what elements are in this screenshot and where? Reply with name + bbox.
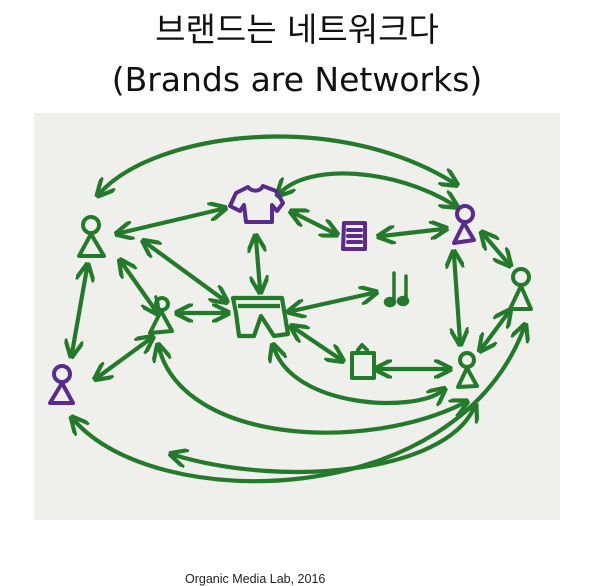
person-top-right-icon — [452, 204, 476, 245]
network-diagram: Organic Media Lab, 2016 — [34, 113, 560, 586]
person-bottom-right-icon — [456, 351, 479, 389]
shirt-icon — [228, 184, 285, 224]
edge-leftmiddle-bottomleft — [98, 339, 150, 377]
person-left-middle-icon — [148, 296, 174, 335]
edge-pants-bottomright — [274, 348, 442, 403]
network-drawing — [48, 134, 533, 484]
edge-shirt-document — [294, 213, 334, 233]
tv-icon — [350, 343, 376, 380]
edge-topleft-pants — [146, 243, 224, 300]
credit-text: Organic Media Lab, 2016 — [185, 572, 326, 586]
edge-shirt-topright — [280, 171, 454, 205]
document-icon — [341, 221, 367, 251]
person-top-left-icon — [77, 215, 106, 258]
edge-topright-bottomright — [454, 255, 460, 341]
edge-credit-bottomright — [174, 408, 474, 474]
edge-right-bottomright — [482, 313, 508, 348]
edge-topleft-topright — [100, 134, 454, 193]
music-note-icon — [383, 271, 410, 308]
edge-shirt-pants — [256, 239, 260, 289]
title-english: (Brands are Networks) — [111, 60, 483, 99]
edge-bottomleft-right — [74, 328, 524, 484]
edge-topleft-leftmiddle — [122, 263, 156, 311]
edge-pants-tv — [294, 328, 340, 359]
edge-pants-music — [292, 293, 373, 311]
person-bottom-left-icon — [48, 364, 75, 405]
edge-topright-right — [484, 235, 508, 263]
edge-document-topright — [382, 229, 443, 236]
edge-topleft-bottomleft — [72, 268, 87, 353]
title-korean: 브랜드는 네트워크다 — [155, 10, 439, 49]
person-right-icon — [508, 267, 533, 311]
edge-leftmiddle-bottomright — [159, 348, 464, 435]
edge-topleft-shirt — [120, 209, 222, 233]
pants-icon — [230, 295, 291, 339]
